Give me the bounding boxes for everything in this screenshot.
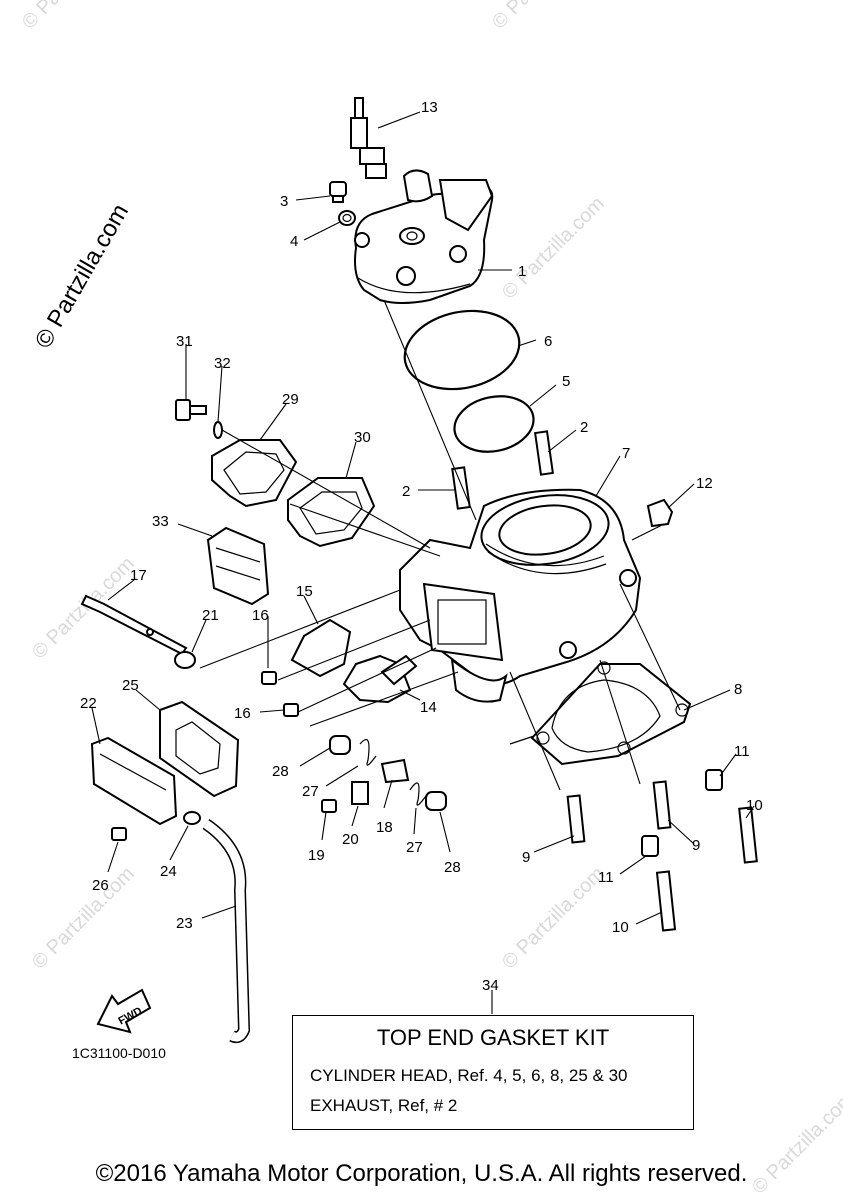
copyright-notice: ©2016 Yamaha Motor Corporation, U.S.A. A… [95,1160,748,1187]
callout-27: 27 [406,839,423,856]
nut [705,769,723,791]
callout-10: 10 [746,797,763,814]
valve-block [206,526,270,606]
callout-10: 10 [612,919,629,936]
fwd-arrow-icon: FWD [96,988,152,1034]
cap [646,498,674,528]
kit-line-exhaust: EXHAUST, Ref, # 2 [310,1096,458,1115]
leader-lines [91,111,755,1014]
callout-26: 26 [92,877,109,894]
callout-21: 21 [202,607,219,624]
watermark: © Partzilla.com [498,863,609,974]
callout-6: 6 [544,333,552,350]
head-bolt [329,181,347,203]
callout-11: 11 [598,869,614,886]
callout-8: 8 [734,681,742,698]
exhaust-cover [211,439,298,508]
watermark: © Partzilla.com [28,553,139,664]
callout-1: 1 [518,263,526,280]
callout-25: 25 [122,677,139,694]
watermark: © Partzilla.com [28,863,139,974]
bushing [329,735,351,755]
screw [111,827,127,841]
callout-28: 28 [272,763,289,780]
callout-23: 23 [176,915,193,932]
watermark: © Partzilla.com [488,0,599,34]
callout-17: 17 [130,567,147,584]
callout-12: 12 [696,475,713,492]
cylinder-head [354,169,494,304]
bushing [425,791,447,811]
callout-5: 5 [562,373,570,390]
collar [174,651,196,669]
washer [338,210,356,226]
callout-28: 28 [444,859,461,876]
spark-plug [350,97,387,179]
callouts: 13 3 4 1 6 5 2 7 12 2 31 32 29 30 33 17 … [80,99,763,994]
lever [380,758,410,784]
bolt [175,399,207,421]
stud [566,794,586,844]
o-ring-large [403,309,521,391]
drawing-code: 1C31100-D010 [72,1045,166,1061]
stud [451,466,471,510]
washer [213,421,223,439]
callout-7: 7 [622,445,630,462]
callout-16: 16 [234,705,251,722]
cylinder [399,488,642,703]
callout-9: 9 [522,849,530,866]
side-watermark: © Partzilla.com [30,199,134,353]
nut [641,835,659,857]
callout-19: 19 [308,847,325,864]
valve-shaft [80,594,188,656]
callout-16: 16 [252,607,269,624]
callout-18: 18 [376,819,393,836]
base-gasket [509,661,692,766]
kit-line-cylinder-head: CYLINDER HEAD, Ref. 4, 5, 6, 8, 25 & 30 [310,1066,628,1085]
callout-13: 13 [421,99,438,116]
callout-22: 22 [80,695,97,712]
callout-14: 14 [420,699,437,716]
callout-30: 30 [354,429,371,446]
callout-11: 11 [734,743,750,760]
plate [351,781,369,805]
callout-32: 32 [214,355,231,372]
callout-2: 2 [402,483,410,500]
callout-34: 34 [482,977,499,994]
callout-20: 20 [342,831,359,848]
callout-27: 27 [302,783,319,800]
callout-9: 9 [692,837,700,854]
stud [534,430,554,476]
valve-assembly [290,618,352,678]
stud [655,870,677,932]
gasket-kit-box: TOP END GASKET KIT CYLINDER HEAD, Ref. 4… [292,1015,694,1130]
cover-plate [90,736,178,826]
callout-24: 24 [160,863,177,880]
clamp [183,811,201,825]
cover-gasket [287,477,376,548]
kit-title: TOP END GASKET KIT [376,1025,610,1050]
watermark: © Partzilla.com [498,193,609,304]
stud [738,806,758,864]
watermark: © Partzilla.com [18,0,129,34]
callout-31: 31 [176,333,193,350]
callout-29: 29 [282,391,299,408]
screw [321,799,337,813]
callout-33: 33 [152,513,169,530]
gasket [159,700,240,798]
stud [652,780,672,830]
callout-3: 3 [280,193,288,210]
callout-4: 4 [290,233,298,250]
callout-2: 2 [580,419,588,436]
o-ring-small [453,395,535,453]
screw [283,703,299,717]
screw [261,671,277,685]
callout-15: 15 [296,583,313,600]
